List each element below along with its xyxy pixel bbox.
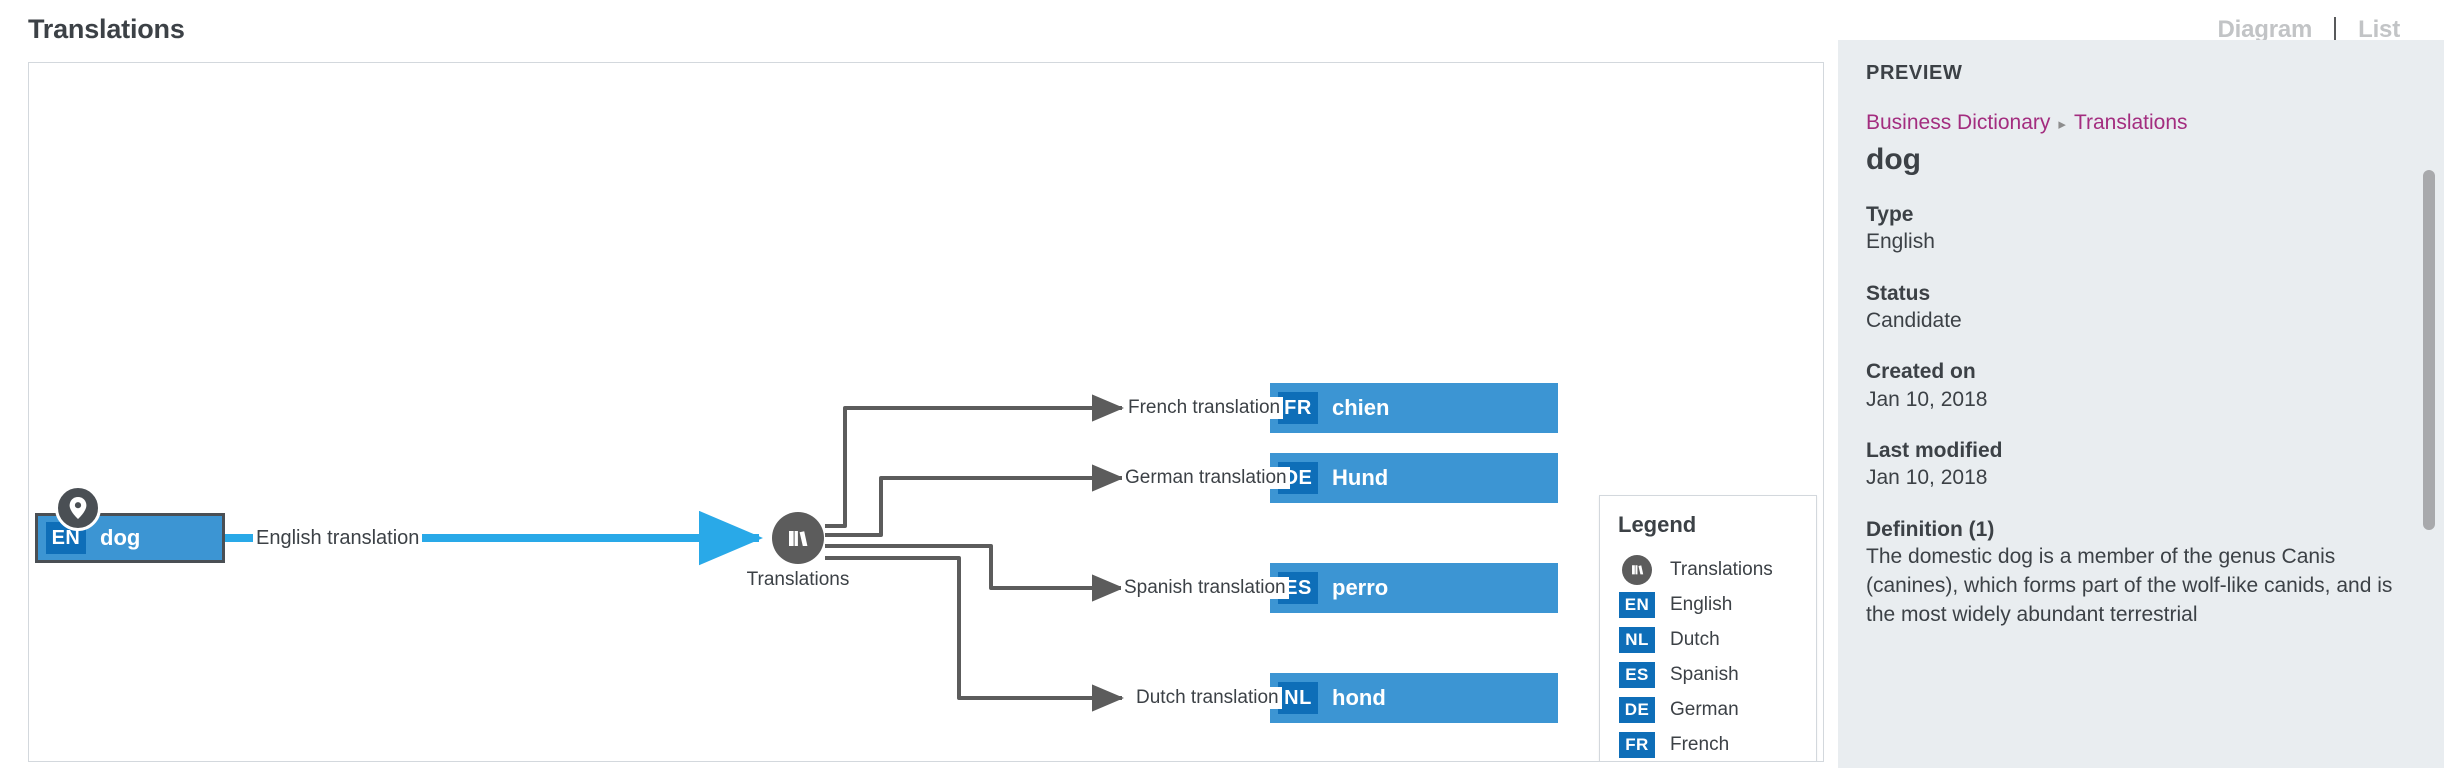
node-perro-label: perro	[1332, 575, 1389, 600]
field-status-label: Status	[1866, 281, 1931, 305]
breadcrumb-root[interactable]: Business Dictionary	[1866, 111, 2051, 134]
preview-heading: PREVIEW	[1866, 62, 1963, 84]
edge-label-english-translation: English translation	[253, 527, 423, 550]
tab-list[interactable]: List	[2358, 16, 2400, 43]
field-last-modified: Last modified Jan 10, 2018	[1866, 437, 2416, 493]
node-chien-label: chien	[1332, 395, 1390, 420]
legend-swatch-nl: NL	[1618, 626, 1656, 653]
legend-swatch-en: EN	[1618, 591, 1656, 618]
field-type-value: English	[1866, 230, 1935, 254]
legend-label-english: English	[1670, 593, 1733, 615]
breadcrumb: Business Dictionary ▸ Translations	[1866, 111, 2416, 135]
breadcrumb-leaf[interactable]: Translations	[2073, 111, 2188, 134]
entity-name: dog	[1866, 143, 1921, 176]
node-perro[interactable]: ES perro	[1270, 563, 1558, 613]
edge-label-spanish-translation: Spanish translation	[1121, 577, 1289, 599]
lang-chip-nl: NL	[1619, 626, 1655, 653]
node-dog-label: dog	[100, 525, 141, 550]
tab-diagram[interactable]: Diagram	[2217, 16, 2313, 43]
field-created-on-label: Created on	[1866, 360, 1976, 384]
node-hond-label: hond	[1332, 685, 1386, 710]
field-definition: Definition (1) The domestic dog is a mem…	[1866, 516, 2416, 630]
legend-label-dutch: Dutch	[1670, 628, 1720, 650]
field-status-value: Candidate	[1866, 308, 1962, 332]
field-last-modified-label: Last modified	[1866, 438, 2003, 462]
books-icon	[789, 531, 808, 546]
node-hund-label: Hund	[1332, 465, 1389, 490]
field-status: Status Candidate	[1866, 280, 2416, 336]
legend-item-german: DE German	[1618, 692, 1798, 727]
books-icon	[1622, 554, 1652, 585]
legend-swatch-es: ES	[1618, 661, 1656, 688]
field-last-modified-value: Jan 10, 2018	[1866, 466, 1988, 490]
page-title: Translations	[28, 14, 185, 44]
legend-label-german: German	[1670, 698, 1739, 720]
legend-item-french: FR French	[1618, 727, 1798, 761]
legend-label-translations: Translations	[1670, 558, 1773, 580]
lang-chip-es: ES	[1619, 661, 1655, 688]
node-translations-hub-caption: Translations	[746, 569, 850, 590]
legend-swatch-de: DE	[1618, 696, 1656, 723]
lang-chip-fr: FR	[1278, 392, 1318, 424]
field-definition-label: Definition (1)	[1866, 517, 1995, 541]
legend-item-spanish: ES Spanish	[1618, 657, 1798, 692]
location-pin-icon	[55, 485, 101, 531]
field-type: Type English	[1866, 201, 2416, 257]
legend-title: Legend	[1618, 512, 1697, 537]
legend-label-spanish: Spanish	[1670, 663, 1739, 685]
legend-swatch-hub	[1618, 554, 1656, 585]
field-type-label: Type	[1866, 203, 1914, 226]
node-hund[interactable]: DE Hund	[1270, 453, 1558, 503]
app-header: Translations Diagram List	[0, 0, 2444, 62]
legend-label-french: French	[1670, 733, 1730, 755]
legend-item-translations: Translations	[1618, 552, 1798, 587]
chevron-right-icon: ▸	[2058, 116, 2066, 133]
node-chien[interactable]: FR chien	[1270, 383, 1558, 433]
legend-item-dutch: NL Dutch	[1618, 622, 1798, 657]
diagram-canvas[interactable]: EN dog English translation Translations …	[28, 62, 1824, 762]
field-created-on-value: Jan 10, 2018	[1866, 387, 1988, 411]
edge-label-dutch-translation: Dutch translation	[1133, 687, 1282, 709]
lang-chip-fr: FR	[1619, 731, 1655, 758]
legend-swatch-fr: FR	[1618, 731, 1656, 758]
view-switch: Diagram List	[2195, 16, 2422, 44]
view-switch-divider	[2334, 17, 2337, 43]
edge-label-french-translation: French translation	[1125, 397, 1284, 419]
lang-chip-de: DE	[1619, 696, 1655, 723]
preview-scrollbar[interactable]	[2423, 170, 2435, 530]
lang-chip-en: EN	[1619, 591, 1655, 618]
preview-panel: PREVIEW Business Dictionary ▸ Translations…	[1838, 40, 2444, 768]
edge-label-german-translation: German translation	[1122, 467, 1290, 489]
lang-chip-nl: NL	[1278, 682, 1318, 714]
legend-item-english: EN English	[1618, 587, 1798, 622]
node-translations-hub[interactable]	[772, 512, 824, 564]
legend-panel: Legend Translations EN English	[1599, 495, 1817, 761]
field-created-on: Created on Jan 10, 2018	[1866, 358, 2416, 414]
node-hond[interactable]: NL hond	[1270, 673, 1558, 723]
field-definition-value: The domestic dog is a member of the genu…	[1866, 544, 2393, 626]
